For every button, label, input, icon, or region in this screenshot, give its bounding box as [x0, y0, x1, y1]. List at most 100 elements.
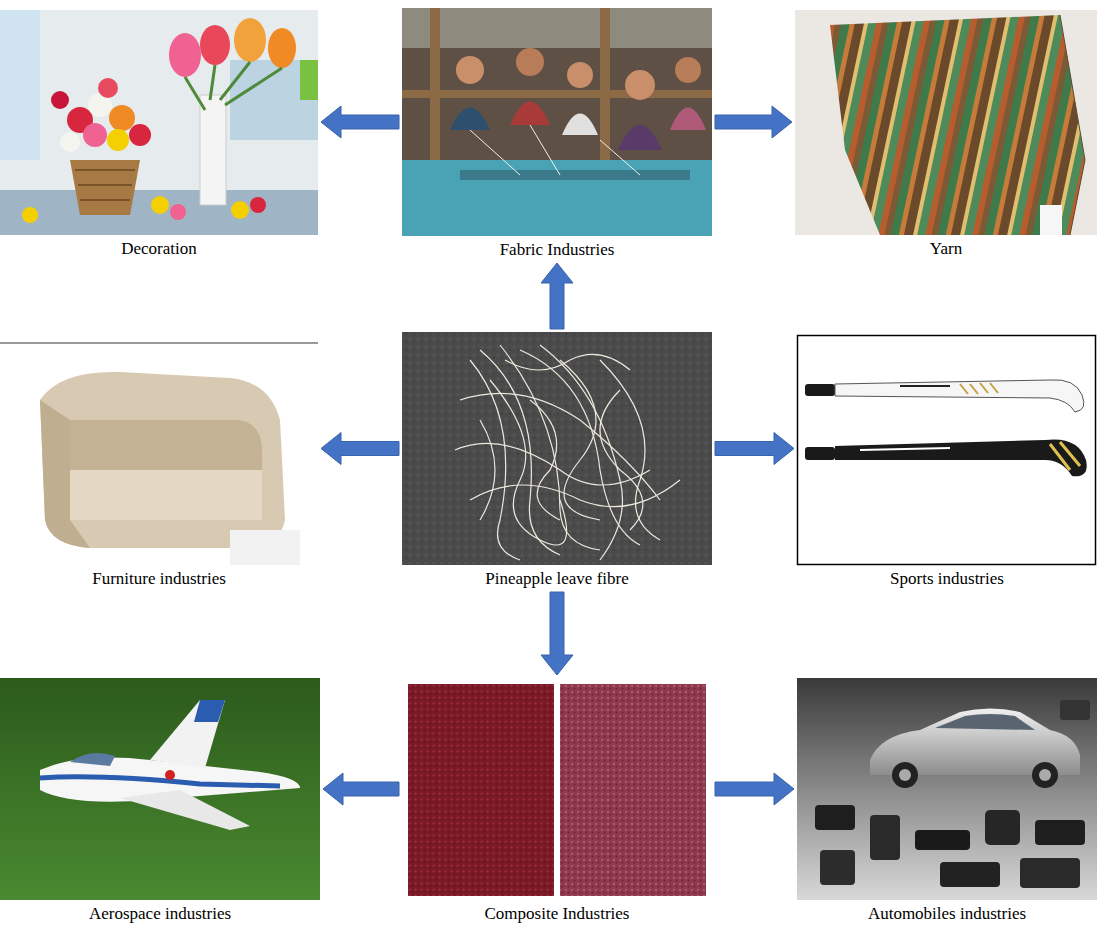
- hockey-photo-part: [835, 380, 1084, 412]
- automobile-photo-part: [935, 714, 1035, 730]
- weaving-photo-part: [618, 125, 662, 150]
- hockey-photo-part: [960, 383, 998, 394]
- chair-photo-part: [230, 530, 300, 565]
- weaving-photo-part: [510, 102, 550, 126]
- image-panel: Composite Industries: [402, 678, 712, 924]
- fibre-photo-part-part: [540, 345, 623, 560]
- image-panel: Yarn: [795, 10, 1097, 259]
- yarn-photo-part: [830, 15, 1085, 235]
- automobile-photo-part: [1020, 858, 1080, 888]
- panel-caption: Yarn: [795, 239, 1097, 259]
- panel-caption: Automobiles industries: [797, 904, 1097, 924]
- fibre-photo-part-part: [520, 350, 640, 545]
- panel-caption: Pineapple leave fibre: [402, 569, 712, 589]
- automobile-photo-part: [1039, 769, 1051, 781]
- decoration-photo-part: [200, 95, 226, 205]
- decoration-photo-part: [70, 160, 140, 215]
- composite-photo-part: [402, 678, 712, 900]
- image-panel: Decoration: [0, 10, 318, 259]
- fibre-photo-part: [455, 345, 680, 560]
- fibre-photo-part-part: [470, 480, 680, 507]
- block-arrow: [321, 433, 399, 465]
- weaving-photo-part: [460, 170, 690, 180]
- decoration-photo-part: [200, 25, 230, 65]
- decoration-photo-part: [98, 78, 118, 98]
- weaving-photo-part: [402, 90, 712, 98]
- chair-photo-part: [0, 343, 318, 344]
- image-panel: Aerospace industries: [0, 678, 320, 924]
- automobile-photo-part: [1035, 820, 1085, 845]
- block-arrow: [715, 773, 794, 805]
- automobile-photo-part: [892, 762, 918, 788]
- decoration-photo-part: [109, 105, 135, 131]
- weaving-photo-part: [402, 8, 712, 48]
- decoration-photo-part: [151, 196, 169, 214]
- automobile-photo-part: [915, 830, 970, 850]
- decoration-photo-part: [169, 33, 201, 77]
- aircraft-photo-part: [150, 700, 225, 768]
- automobile-photo-part: [985, 810, 1020, 845]
- fibre-photo: [402, 332, 712, 565]
- fibre-photo-part-part: [460, 393, 660, 500]
- decoration-photo-part: [170, 204, 186, 220]
- hockey-photo: [798, 336, 1096, 565]
- decoration-photo-part: [83, 123, 107, 147]
- aircraft-photo-part: [194, 700, 225, 722]
- composite-photo-part: [408, 684, 554, 896]
- image-panel: Furniture industries: [0, 343, 318, 589]
- automobile-photo-part: [797, 678, 1097, 900]
- weaving-photo: [402, 8, 712, 236]
- weaving-photo-part: [675, 57, 701, 83]
- weaving-photo-part: [516, 48, 544, 76]
- fibre-photo-part-part: [560, 360, 600, 520]
- fibre-photo-part-part: [530, 400, 560, 520]
- hockey-photo-part: [860, 448, 950, 450]
- weaving-photo-part: [402, 160, 712, 236]
- block-arrow: [323, 773, 399, 805]
- weaving-photo-part: [562, 114, 598, 136]
- panel-caption: Furniture industries: [0, 569, 318, 589]
- decoration-photo-part: [185, 62, 282, 110]
- decoration-photo-part: [129, 124, 151, 146]
- decoration-photo-part: [0, 10, 318, 235]
- image-panel: Pineapple leave fibre: [402, 332, 712, 589]
- decoration-photo-part: [75, 170, 135, 200]
- block-arrow: [541, 263, 573, 329]
- hockey-photo-part: [805, 447, 835, 460]
- hockey-photo-part: [798, 336, 1096, 565]
- panel-caption: Composite Industries: [402, 904, 712, 924]
- decoration-photo-part: [234, 18, 266, 62]
- yarn-photo: [795, 10, 1097, 235]
- chair-photo-part: [40, 372, 285, 548]
- yarn-photo-part: [795, 10, 1097, 235]
- yarn-photo-part: [1060, 15, 1085, 235]
- weaving-photo-part: [450, 108, 490, 131]
- weaving-photo-part: [670, 108, 706, 131]
- decoration-photo: [0, 10, 318, 235]
- aircraft-photo-part: [120, 790, 250, 830]
- block-arrow: [715, 433, 794, 465]
- aircraft-photo-part: [0, 678, 320, 900]
- image-panel: Fabric Industries: [402, 8, 712, 260]
- fibre-photo-part-part: [490, 380, 567, 545]
- automobile-photo-part: [820, 850, 855, 885]
- fibre-photo-part: [402, 332, 712, 565]
- hockey-photo-part: [805, 384, 835, 396]
- aircraft-photo-part: [70, 753, 115, 766]
- aircraft-photo-part: [40, 777, 280, 786]
- composite-photo: [402, 678, 712, 900]
- automobile-photo-part: [940, 862, 1000, 887]
- decoration-photo-part: [22, 207, 38, 223]
- hockey-photo-part: [835, 439, 1087, 476]
- chair-photo-part: [70, 470, 262, 520]
- decoration-photo-part: [107, 129, 129, 151]
- automobile-photo-part: [1060, 700, 1090, 720]
- chair-photo-part: [40, 400, 90, 548]
- decoration-photo-part: [51, 91, 69, 109]
- fibre-photo-part-part: [600, 360, 660, 540]
- automobile-photo-part: [870, 815, 900, 860]
- weaving-photo-part: [567, 62, 593, 88]
